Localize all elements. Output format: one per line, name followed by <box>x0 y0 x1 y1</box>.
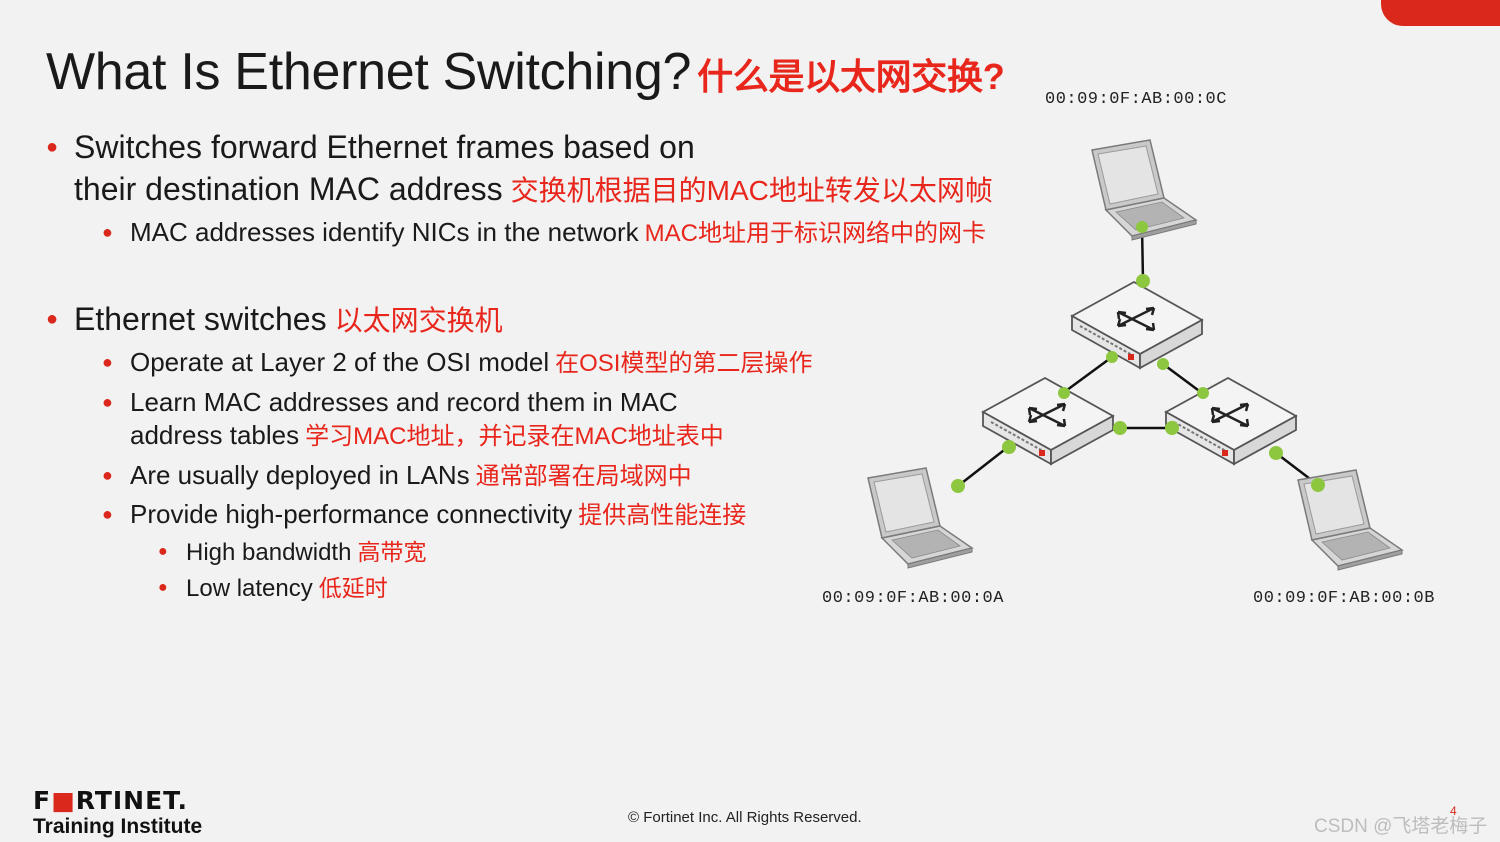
fortinet-logo: F■RTINET. <box>33 786 188 815</box>
bullet-text-chinese: 交换机根据目的MAC地址转发以太网帧 <box>510 175 993 206</box>
bullet-dot-icon: ● <box>102 352 113 372</box>
copyright-text: © Fortinet Inc. All Rights Reserved. <box>628 809 862 826</box>
bullet-text: address tables <box>130 420 300 450</box>
bullet-text: Provide high-performance connectivity <box>130 499 573 529</box>
bullet-dot-icon: ● <box>158 579 168 596</box>
bullet-item: ● Learn MAC addresses and record them in… <box>102 385 678 419</box>
link-left <box>1062 355 1113 395</box>
bullet-text-chinese: 通常部署在局域网中 <box>475 463 692 490</box>
bullet-text: Low latency <box>186 575 313 602</box>
port-dots <box>951 221 1325 493</box>
bullet-dot-icon: ● <box>102 392 113 412</box>
switch-top-icon <box>1070 280 1204 370</box>
corner-accent-tab <box>1381 0 1500 26</box>
bullet-text: Ethernet switches <box>74 301 327 337</box>
bullet-text: MAC addresses identify NICs in the netwo… <box>130 217 639 247</box>
mac-address-top: 00:09:0F:AB:00:0C <box>1045 90 1227 109</box>
page-number: 4 <box>1450 804 1457 818</box>
bullet-dot-icon: ● <box>46 136 59 158</box>
bullet-dot-icon: ● <box>158 543 168 560</box>
bullet-text-chinese: 低延时 <box>318 575 388 601</box>
logo-subtitle: Training Institute <box>33 815 203 838</box>
bullet-dot-icon: ● <box>46 308 59 330</box>
bullet-text: their destination MAC address <box>74 171 503 207</box>
bullet-text-chinese: 高带宽 <box>357 539 427 565</box>
bullet-dot-icon: ● <box>102 465 113 485</box>
slide-title: What Is Ethernet Switching?什么是以太网交换? <box>46 42 1005 102</box>
mac-address-left: 00:09:0F:AB:00:0A <box>822 589 1004 608</box>
bullet-dot-icon: ● <box>102 504 113 524</box>
mac-address-right: 00:09:0F:AB:00:0B <box>1253 589 1435 608</box>
bullet-text-chinese: 学习MAC地址，并记录在MAC地址表中 <box>305 423 724 450</box>
bullet-text: Are usually deployed in LANs <box>130 460 470 490</box>
title-chinese: 什么是以太网交换? <box>697 56 1005 97</box>
bullet-item: ● Switches forward Ethernet frames based… <box>46 126 695 168</box>
bullet-text: Learn MAC addresses and record them in M… <box>130 387 678 417</box>
bullet-text: High bandwidth <box>186 539 352 566</box>
bullet-text: Switches forward Ethernet frames based o… <box>74 129 695 165</box>
bullet-text-chinese: 在OSI模型的第二层操作 <box>555 350 813 377</box>
link-laptop-left <box>957 446 1009 487</box>
bullet-text-chinese: MAC地址用于标识网络中的网卡 <box>644 220 986 247</box>
bullet-dot-icon: ● <box>102 222 113 242</box>
watermark-text: CSDN @飞塔老梅子 <box>1314 816 1488 837</box>
bullet-text-chinese: 以太网交换机 <box>334 305 503 336</box>
bullet-item: ● MAC addresses identify NICs in the net… <box>102 215 986 251</box>
bullet-text-chinese: 提供高性能连接 <box>578 502 747 529</box>
title-english: What Is Ethernet Switching? <box>46 43 692 101</box>
bullet-text: Operate at Layer 2 of the OSI model <box>130 347 550 377</box>
link-right <box>1162 362 1203 395</box>
